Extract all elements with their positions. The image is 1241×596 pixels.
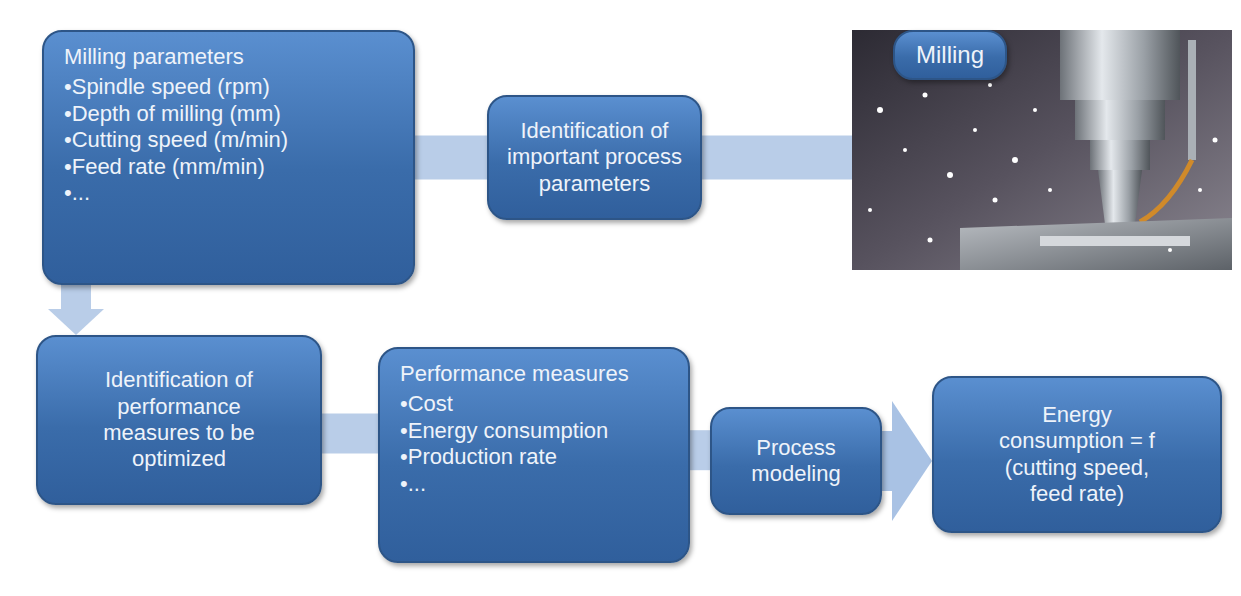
flow-band-body	[415, 136, 487, 180]
bullet-item: •Cost	[400, 391, 453, 417]
spindle-head	[1060, 30, 1180, 100]
chip-sparks	[868, 83, 1218, 252]
flow-band	[415, 157, 487, 158]
flow-band-body	[690, 430, 710, 470]
measure-box: Performance measures •Cost•Energy consump…	[378, 347, 690, 563]
flow-band-body	[882, 431, 892, 491]
arrow-head	[892, 401, 932, 521]
machined-slot	[1040, 236, 1190, 246]
bullet-item: •Cutting speed (m/min)	[64, 127, 288, 153]
bullet-item: •...	[400, 471, 426, 497]
parameter-box: Milling parameters •Spindle speed (rpm)•D…	[42, 30, 415, 285]
box-heading: Identification of performance measures t…	[78, 367, 280, 473]
coolant-nozzle	[1188, 40, 1196, 160]
spindle-collar	[1075, 100, 1165, 140]
process-box: Process modeling	[710, 407, 882, 515]
process-box: Identification of important process para…	[487, 95, 702, 220]
tool-holder	[1090, 140, 1150, 170]
box-heading: Milling	[916, 41, 984, 70]
box-heading: Milling parameters	[64, 44, 244, 70]
box-heading: Performance measures	[400, 361, 629, 387]
bullet-item: •Energy consumption	[400, 418, 608, 444]
photo-background	[852, 30, 1232, 270]
box-heading: Identification of important process para…	[501, 118, 688, 197]
arrow-head	[48, 309, 104, 335]
coolant-stream	[1140, 160, 1192, 222]
flow-band-body	[322, 413, 378, 453]
bullet-item: •...	[64, 180, 90, 206]
process-box: Identification of performance measures t…	[36, 335, 322, 505]
flow-band	[322, 433, 378, 434]
flow-band	[48, 285, 104, 335]
workpiece	[960, 218, 1232, 270]
flow-band	[882, 401, 932, 521]
result-box: Energy consumption = f (cutting speed, f…	[932, 376, 1222, 533]
bullet-item: •Depth of milling (mm)	[64, 101, 281, 127]
flow-band	[690, 450, 710, 451]
bullet-item: •Spindle speed (rpm)	[64, 74, 270, 100]
flow-band-body	[61, 285, 91, 309]
box-heading: Energy consumption = f (cutting speed, f…	[984, 402, 1170, 508]
bullet-item: •Production rate	[400, 444, 557, 470]
box-heading: Process modeling	[722, 435, 870, 488]
photo-label: Milling	[893, 30, 1007, 80]
bullet-item: •Feed rate (mm/min)	[64, 154, 265, 180]
